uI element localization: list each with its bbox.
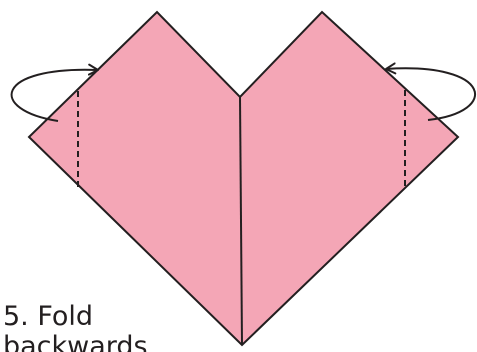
heart-paper-shape (29, 12, 458, 345)
step-title: Fold (37, 301, 93, 332)
step-title-continuation: backwards (3, 331, 148, 352)
step-number: 5. (3, 301, 37, 332)
